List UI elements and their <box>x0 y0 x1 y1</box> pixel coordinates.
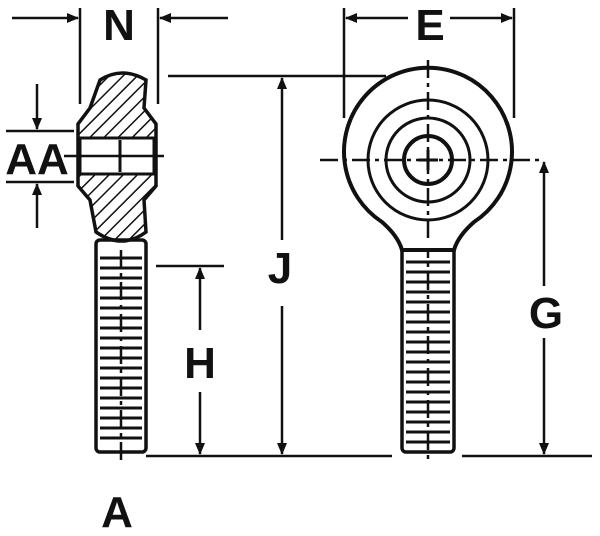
dimension-label-e: E <box>415 1 444 50</box>
front-eye-head <box>320 60 540 252</box>
extension-lines <box>6 8 592 458</box>
side-threaded-shank <box>94 238 148 465</box>
front-view <box>320 60 540 462</box>
dimension-label-aa: AA <box>5 135 69 184</box>
dimension-label-g: G <box>529 289 563 338</box>
dimension-label-j: J <box>268 244 292 293</box>
front-threaded-shank <box>400 238 456 462</box>
dimension-label-n: N <box>103 1 135 50</box>
side-head <box>64 71 164 243</box>
dimension-arrows <box>12 13 549 455</box>
side-view <box>64 71 164 465</box>
dimension-label-a: A <box>101 488 133 536</box>
dimension-label-h: H <box>184 339 216 388</box>
